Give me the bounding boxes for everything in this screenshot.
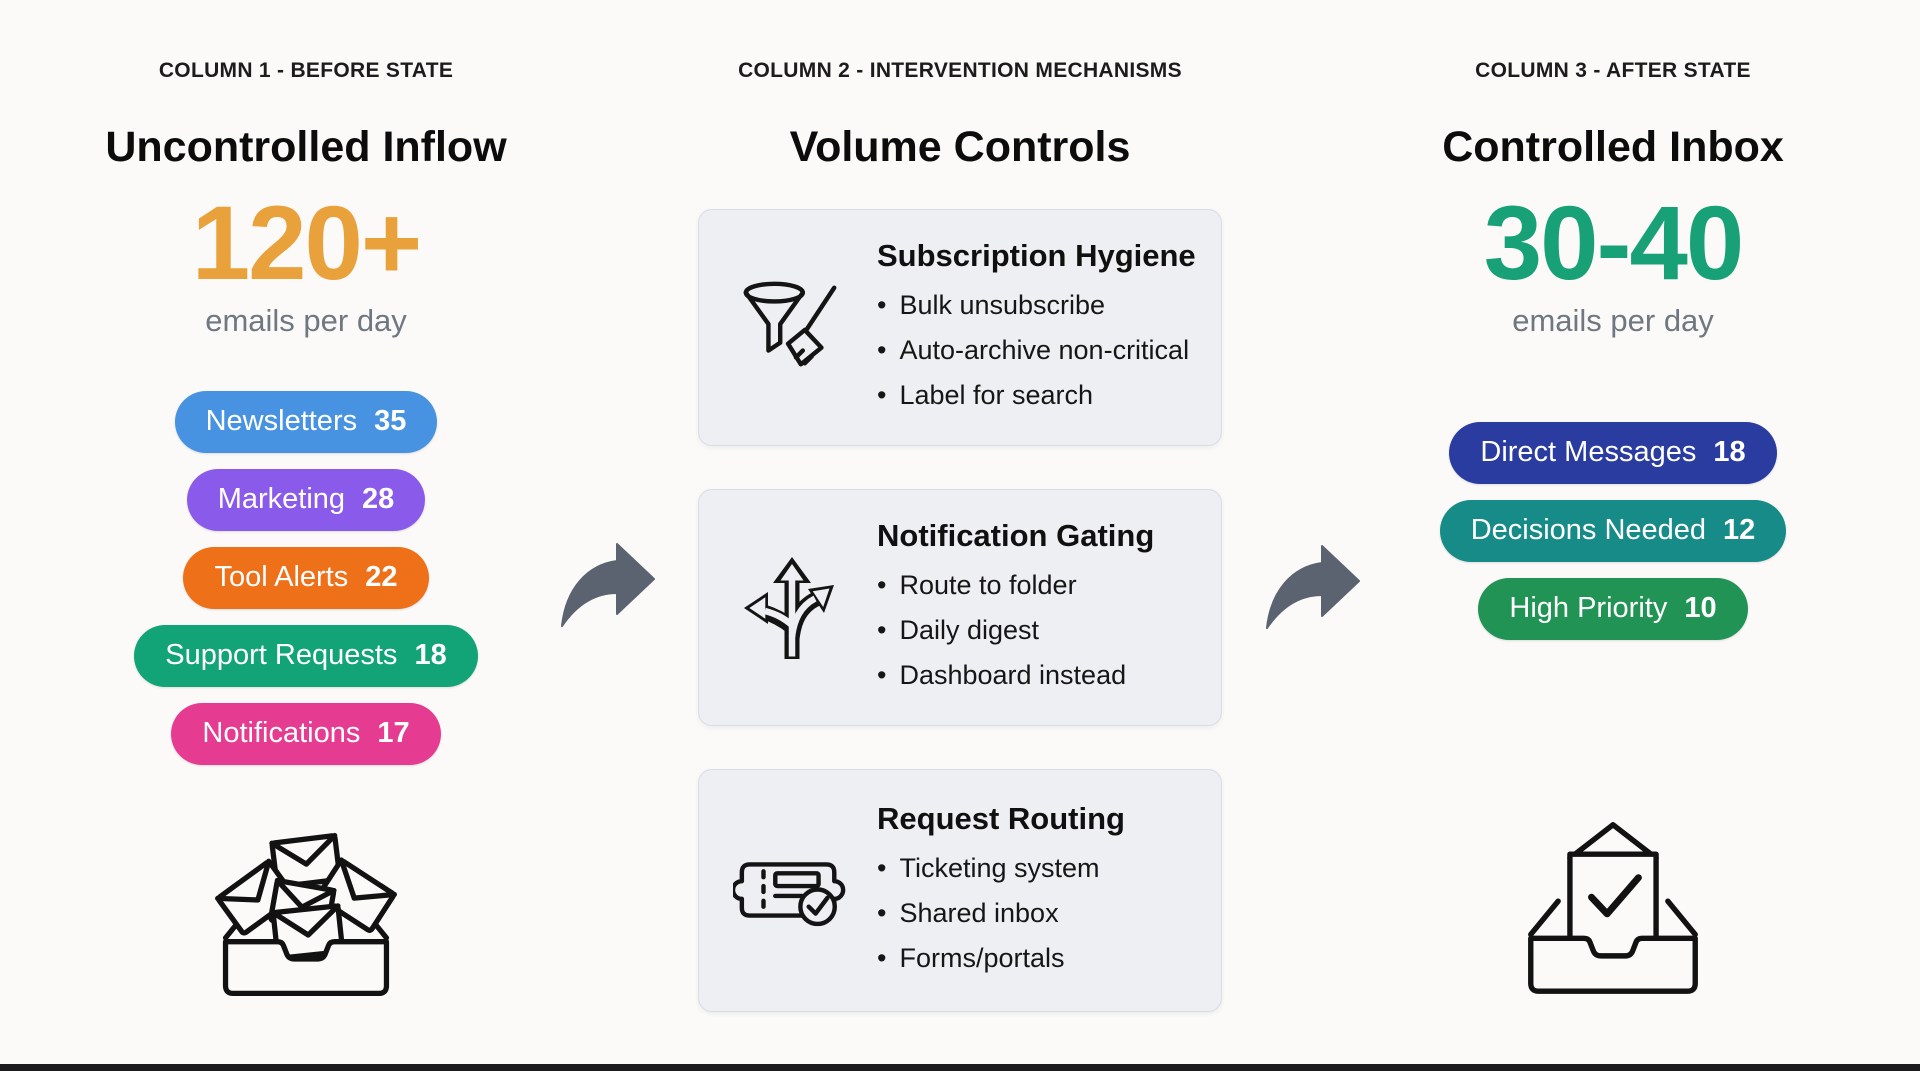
card-bullet-list: Bulk unsubscribe Auto-archive non-critic… (877, 283, 1197, 418)
pill-label: Tool Alerts (214, 561, 349, 594)
pill-count: 12 (1723, 514, 1756, 547)
pill-label: Notifications (202, 717, 361, 750)
pill-count: 18 (414, 639, 447, 672)
category-pill-direct-messages: Direct Messages 18 (1449, 421, 1777, 484)
pill-label: High Priority (1509, 592, 1668, 625)
card-bullet: Ticketing system (877, 846, 1197, 891)
card-title: Subscription Hygiene (877, 237, 1196, 273)
after-pill-stack: Direct Messages 18 Decisions Needed 12 H… (1439, 421, 1787, 640)
category-pill-support-requests: Support Requests 18 (134, 624, 478, 687)
category-pill-decisions-needed: Decisions Needed 12 (1439, 499, 1787, 562)
branching-arrows-icon (733, 551, 851, 663)
flow-arrow-icon (1261, 543, 1363, 631)
category-pill-tool-alerts: Tool Alerts 22 (183, 546, 429, 609)
interventions-column: COLUMN 2 - INTERVENTION MECHANISMS Volum… (610, 0, 1310, 1071)
pill-label: Decisions Needed (1470, 514, 1707, 547)
intervention-card-stack: Subscription Hygiene Bulk unsubscribe Au… (698, 208, 1222, 1012)
card-bullet: Bulk unsubscribe (877, 283, 1197, 328)
inbox-check-icon (1513, 815, 1713, 1001)
after-column: COLUMN 3 - AFTER STATE Controlled Inbox … (1313, 0, 1913, 1071)
before-metric-value: 120+ (191, 184, 423, 302)
pill-count: 35 (374, 405, 407, 438)
overflowing-inbox-icon (206, 821, 406, 1003)
before-pill-stack: Newsletters 35 Marketing 28 Tool Alerts … (134, 390, 478, 765)
card-bullet: Label for search (877, 373, 1197, 418)
pill-count: 22 (365, 561, 398, 594)
card-subscription-hygiene: Subscription Hygiene Bulk unsubscribe Au… (698, 208, 1222, 446)
flow-arrow-icon (556, 541, 658, 629)
after-kicker: COLUMN 3 - AFTER STATE (1475, 59, 1751, 82)
after-title: Controlled Inbox (1442, 123, 1784, 172)
before-title: Uncontrolled Inflow (105, 123, 507, 172)
card-bullet: Route to folder (877, 563, 1197, 608)
pill-label: Support Requests (165, 639, 398, 672)
after-metric-caption: emails per day (1512, 302, 1714, 338)
funnel-broom-icon (733, 273, 851, 381)
category-pill-marketing: Marketing 28 (186, 468, 426, 531)
pill-label: Newsletters (205, 405, 358, 438)
card-title: Request Routing (877, 800, 1125, 836)
interventions-kicker: COLUMN 2 - INTERVENTION MECHANISMS (738, 59, 1182, 82)
pill-count: 10 (1684, 592, 1717, 625)
card-bullet-list: Ticketing system Shared inbox Forms/port… (877, 846, 1197, 981)
pill-label: Direct Messages (1480, 436, 1697, 469)
before-kicker: COLUMN 1 - BEFORE STATE (158, 59, 454, 82)
card-title: Notification Gating (877, 517, 1155, 553)
card-bullet: Shared inbox (877, 891, 1197, 936)
pill-count: 17 (377, 717, 410, 750)
bottom-edge-bar (0, 1064, 1920, 1071)
card-bullet: Auto-archive non-critical (877, 328, 1197, 373)
card-request-routing: Request Routing Ticketing system Shared … (698, 768, 1222, 1012)
pill-label: Marketing (217, 483, 346, 516)
interventions-title: Volume Controls (789, 123, 1131, 172)
before-metric-caption: emails per day (205, 302, 407, 338)
after-metric-value: 30-40 (1483, 184, 1745, 302)
card-bullet: Dashboard instead (877, 653, 1197, 698)
ticket-check-icon (733, 840, 851, 940)
card-notification-gating: Notification Gating Route to folder Dail… (698, 488, 1222, 726)
card-bullet: Daily digest (877, 608, 1197, 653)
category-pill-high-priority: High Priority 10 (1478, 577, 1748, 640)
before-column: COLUMN 1 - BEFORE STATE Uncontrolled Inf… (0, 0, 612, 1071)
category-pill-newsletters: Newsletters 35 (174, 390, 438, 453)
card-bullet: Forms/portals (877, 936, 1197, 981)
category-pill-notifications: Notifications 17 (171, 702, 441, 765)
pill-count: 18 (1713, 436, 1746, 469)
pill-count: 28 (362, 483, 395, 516)
card-bullet-list: Route to folder Daily digest Dashboard i… (877, 563, 1197, 698)
